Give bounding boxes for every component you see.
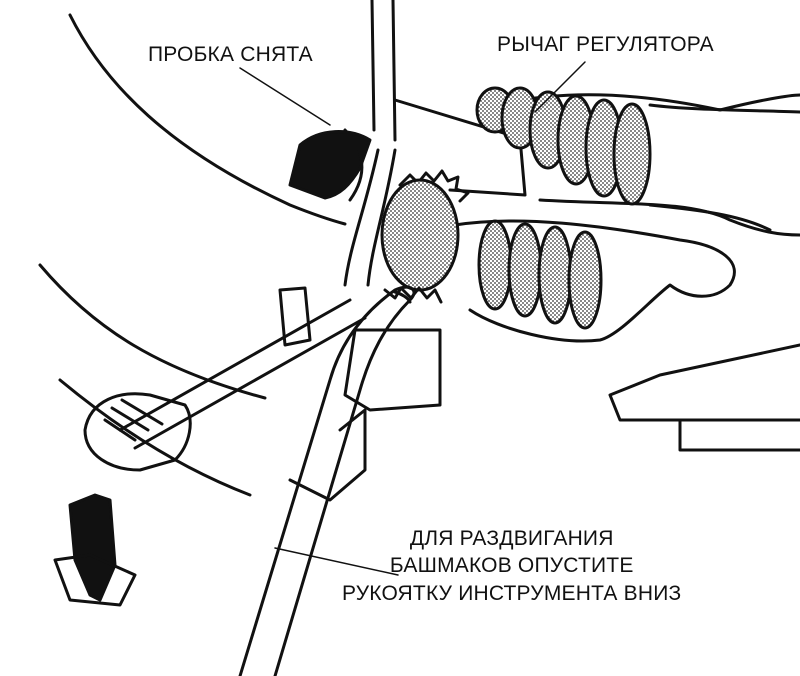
instruction-line-3: РУКОЯТКУ ИНСТРУМЕНТА ВНИЗ (342, 581, 682, 605)
backing-plate-bottom-edge (58, 378, 252, 497)
brake-tool (238, 285, 416, 676)
backing-plate-edge (68, 13, 347, 226)
vertical-rod (370, 0, 397, 142)
backing-plate-lower-edge (38, 263, 267, 400)
screwdriver-shaft (118, 298, 367, 450)
instruction-line-2: БАШМАКОВ ОПУСТИТЕ (389, 554, 634, 578)
upper-spring-coils (475, 86, 652, 206)
label-plug-removed: ПРОБКА СНЯТА (148, 43, 313, 66)
lower-spring-coils (477, 219, 603, 330)
adjuster-body (453, 219, 736, 343)
lower-clip (68, 493, 117, 602)
leader-lever (534, 61, 586, 113)
brake-shoe (608, 343, 800, 452)
access-bracket (278, 286, 312, 347)
label-instruction: ДЛЯ РАЗДВИГАНИЯ БАШМАКОВ ОПУСТИТЕ РУКОЯТ… (342, 525, 681, 607)
bracket (393, 98, 527, 197)
instruction-line-1: ДЛЯ РАЗДВИГАНИЯ (409, 527, 614, 550)
leader-plug (239, 67, 331, 126)
adjuster-lever-arm (343, 148, 397, 287)
screwdriver-handle (83, 392, 192, 472)
leader-tool (274, 547, 399, 576)
removed-plug (288, 130, 372, 200)
label-adjuster-lever: РЫЧАГ РЕГУЛЯТОРА (497, 33, 714, 56)
star-wheel (380, 169, 470, 304)
